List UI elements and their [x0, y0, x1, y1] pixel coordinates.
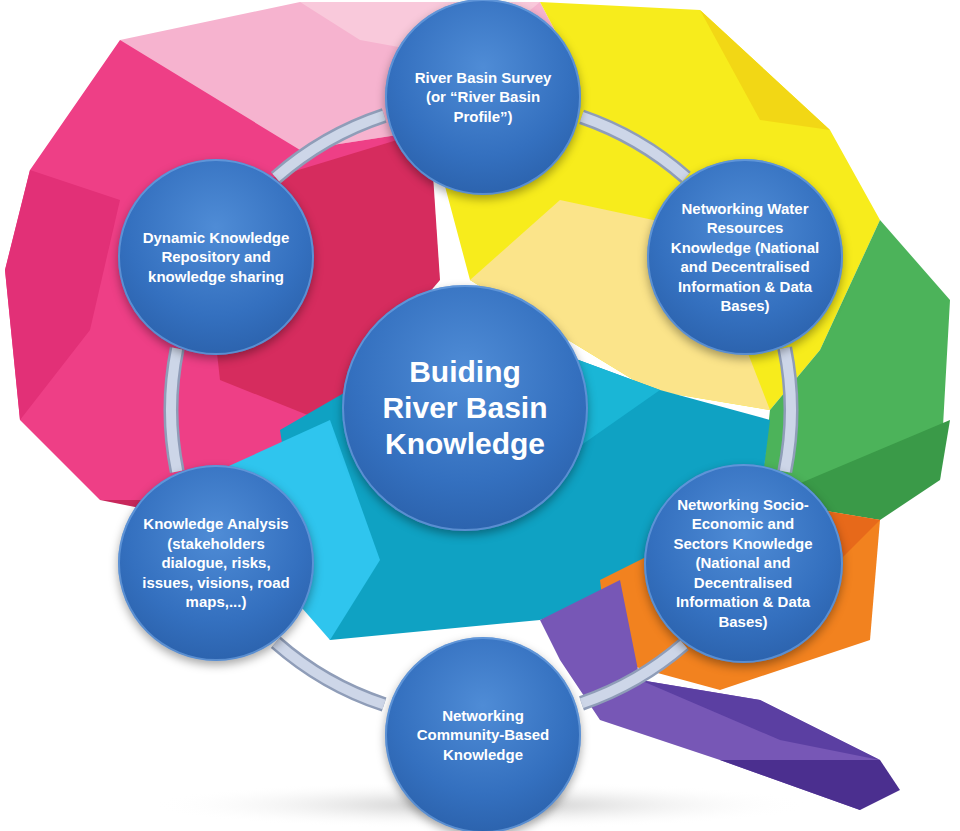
ring-arc — [276, 116, 384, 178]
stage-circle: River Basin Survey (or “River Basin Prof… — [385, 0, 581, 195]
stage-label: Dynamic Knowledge Repository and knowled… — [141, 228, 291, 287]
stage-label: River Basin Survey (or “River Basin Prof… — [408, 68, 558, 127]
stage-label: Knowledge Analysis (stakeholders dialogu… — [141, 514, 291, 612]
stage-label: Networking Water Resources Knowledge (Na… — [670, 199, 820, 316]
text-stack: Networking Water Resources Knowledge (Na… — [670, 199, 820, 316]
ring-arc-fill — [171, 349, 177, 472]
stage-label: Networking Socio-Economic and Sectors Kn… — [668, 495, 818, 632]
text-stack: Dynamic Knowledge Repository and knowled… — [141, 228, 291, 287]
stage-circle: Networking Water Resources Knowledge (Na… — [647, 159, 843, 355]
center-circle: Buiding River Basin Knowledge — [342, 285, 588, 531]
ring-arc — [276, 642, 384, 704]
ring-arc-fill — [785, 348, 791, 472]
ring-arc-outline — [582, 644, 684, 703]
stage-circle: Networking Socio-Economic and Sectors Kn… — [644, 464, 843, 663]
ring-arc-outline — [785, 348, 791, 472]
stage-label: Networking Community-Based Knowledge — [408, 706, 558, 765]
ring-arc-outline — [276, 116, 384, 178]
stage-circle: Networking Community-Based Knowledge — [385, 637, 581, 831]
ring-arc-fill — [276, 642, 384, 704]
ring-arc — [582, 117, 686, 178]
text-stack: Networking Community-Based Knowledge — [408, 706, 558, 765]
stage-circle: Knowledge Analysis (stakeholders dialogu… — [118, 465, 314, 661]
ring-arc-outline — [171, 349, 177, 472]
stage-circle: Dynamic Knowledge Repository and knowled… — [118, 159, 314, 355]
ring-arc-outline — [582, 117, 686, 178]
center-title: Buiding River Basin Knowledge — [375, 354, 555, 462]
text-stack: Buiding River Basin Knowledge — [375, 354, 555, 462]
ring-arc — [785, 348, 791, 472]
text-stack: Networking Socio-Economic and Sectors Kn… — [668, 495, 818, 632]
ring-arc — [582, 644, 684, 703]
ring-arc-fill — [276, 116, 384, 178]
ring-arc-fill — [582, 644, 684, 703]
text-stack: Knowledge Analysis (stakeholders dialogu… — [141, 514, 291, 612]
ring-arc-outline — [276, 642, 384, 704]
ring-arc-fill — [582, 117, 686, 178]
text-stack: River Basin Survey (or “River Basin Prof… — [408, 68, 558, 127]
ring-arc — [171, 349, 177, 472]
